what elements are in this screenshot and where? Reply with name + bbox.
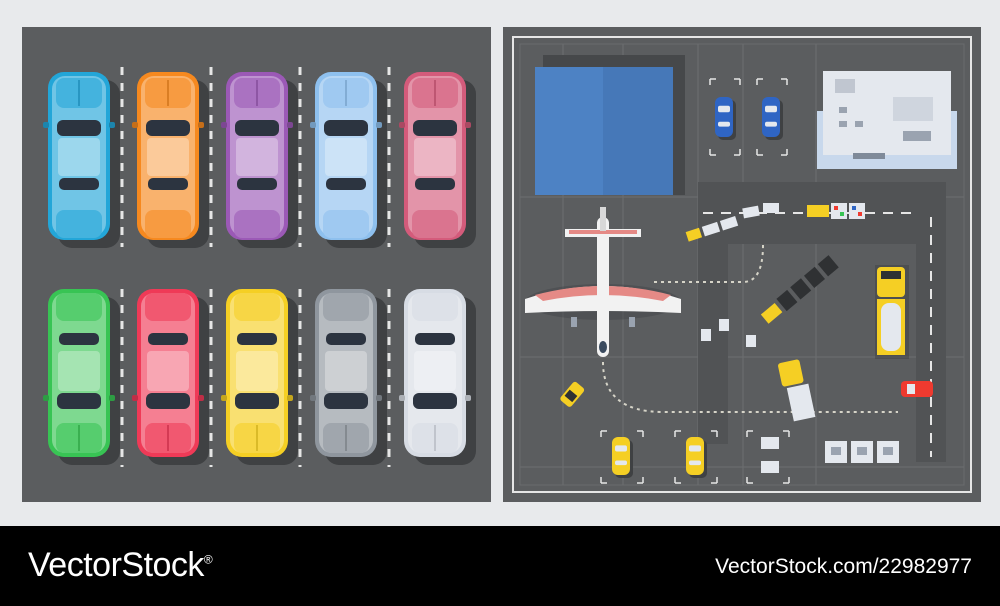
car — [43, 289, 120, 465]
taxi-path — [602, 361, 898, 413]
footer-bar: VectorStock® VectorStock.com/22982977 — [0, 526, 1000, 606]
ground-car — [560, 381, 585, 407]
car — [310, 72, 387, 248]
small-car — [686, 437, 707, 478]
small-car — [612, 437, 633, 478]
small-car — [762, 97, 783, 140]
apron-border — [512, 36, 972, 493]
baggage-train-top — [685, 203, 779, 242]
parking-lot-illustration — [22, 27, 491, 502]
small-containers — [761, 437, 899, 473]
hangar — [535, 55, 685, 195]
parked-cars — [715, 97, 783, 140]
parking-lot-art — [43, 67, 476, 467]
car — [132, 72, 209, 248]
parking-frames-top — [709, 78, 788, 156]
terminal-building — [817, 71, 957, 169]
service-road — [698, 182, 946, 462]
bottom-cars — [612, 437, 707, 478]
car — [221, 289, 298, 465]
parking-frames-bottom — [600, 430, 790, 484]
fuel-truck — [875, 265, 909, 359]
apron-inner-border — [519, 43, 965, 486]
small-car — [715, 97, 736, 140]
car — [132, 289, 209, 465]
airport-illustration — [503, 27, 981, 502]
car — [221, 72, 298, 248]
airport-art — [512, 36, 972, 493]
car — [399, 289, 476, 465]
brand-logo: VectorStock® — [28, 546, 213, 584]
car — [399, 72, 476, 248]
loader-train — [760, 255, 839, 324]
tug-container — [778, 359, 816, 422]
cargo-cart — [807, 203, 865, 219]
car — [43, 72, 120, 248]
baggage-carts — [701, 319, 756, 347]
service-car — [901, 381, 933, 397]
image-id-text: VectorStock.com/22982977 — [715, 555, 972, 578]
container-tops — [831, 447, 893, 455]
taxi-path-upper — [653, 244, 764, 283]
airplane — [525, 207, 681, 357]
car — [310, 289, 387, 465]
